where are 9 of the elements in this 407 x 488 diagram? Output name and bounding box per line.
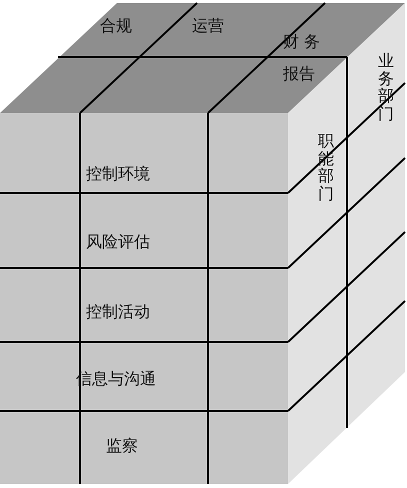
dimension-label: 运营 [192, 18, 224, 34]
dimension-label: 控制活动 [86, 304, 150, 320]
dimension-label: 控制环境 [86, 166, 150, 182]
dimension-label: 财 务 [283, 34, 320, 50]
dimension-label: 合规 [100, 18, 132, 34]
dimension-label: 报告 [283, 66, 315, 82]
vertical-dimension-label: 业务部门 [378, 52, 394, 122]
dimension-label: 监察 [106, 438, 138, 454]
dimension-label: 风险评估 [86, 234, 150, 250]
